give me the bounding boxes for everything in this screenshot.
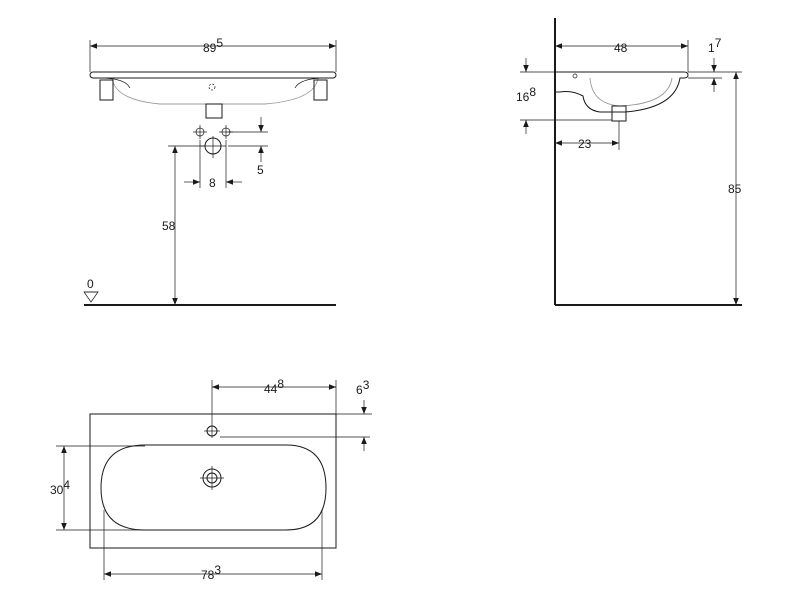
tap-offset-label: 448: [264, 377, 284, 396]
side-bowl-inner: [589, 77, 673, 107]
outlet-positions: [193, 125, 233, 158]
rim-thickness-label: 17: [708, 36, 722, 55]
side-basin-profile: [555, 71, 689, 113]
tap-wall-label: 63: [356, 378, 370, 397]
floor-level-label: 0: [87, 277, 94, 291]
basin-bowl-left-curve: [99, 77, 131, 89]
top-bowl-width-label: 783: [201, 563, 221, 582]
bowl-depth-label: 168: [516, 85, 536, 104]
outlet-spacing-label: 8: [209, 176, 216, 190]
top-bowl-depth-label: 304: [50, 478, 70, 497]
basin-right-bracket: [313, 79, 328, 101]
side-view: 48 17 168 23 85: [516, 18, 742, 306]
drain-offset-label: 23: [578, 137, 592, 151]
floor-level-symbol: [83, 291, 99, 303]
width-label: 895: [203, 36, 223, 55]
outlet-offset-label: 5: [257, 163, 264, 177]
basin-bowl-outline: [111, 77, 319, 105]
overflow-marker: [208, 83, 216, 91]
top-bowl-outline: [100, 444, 327, 531]
waste-outlet: [205, 103, 223, 119]
basin-bowl-right-curve: [294, 77, 327, 89]
basin-left-bracket: [99, 79, 114, 101]
mounting-height-label: 85: [728, 182, 742, 196]
front-view: 895 5 8 58 0: [83, 36, 337, 306]
side-waste-outlet: [611, 105, 627, 122]
top-view: 448 63 304 783: [50, 377, 372, 582]
height-label: 58: [162, 219, 176, 233]
depth-label: 48: [614, 41, 628, 55]
top-basin-outline: [89, 413, 337, 549]
basin-slab: [89, 71, 337, 79]
